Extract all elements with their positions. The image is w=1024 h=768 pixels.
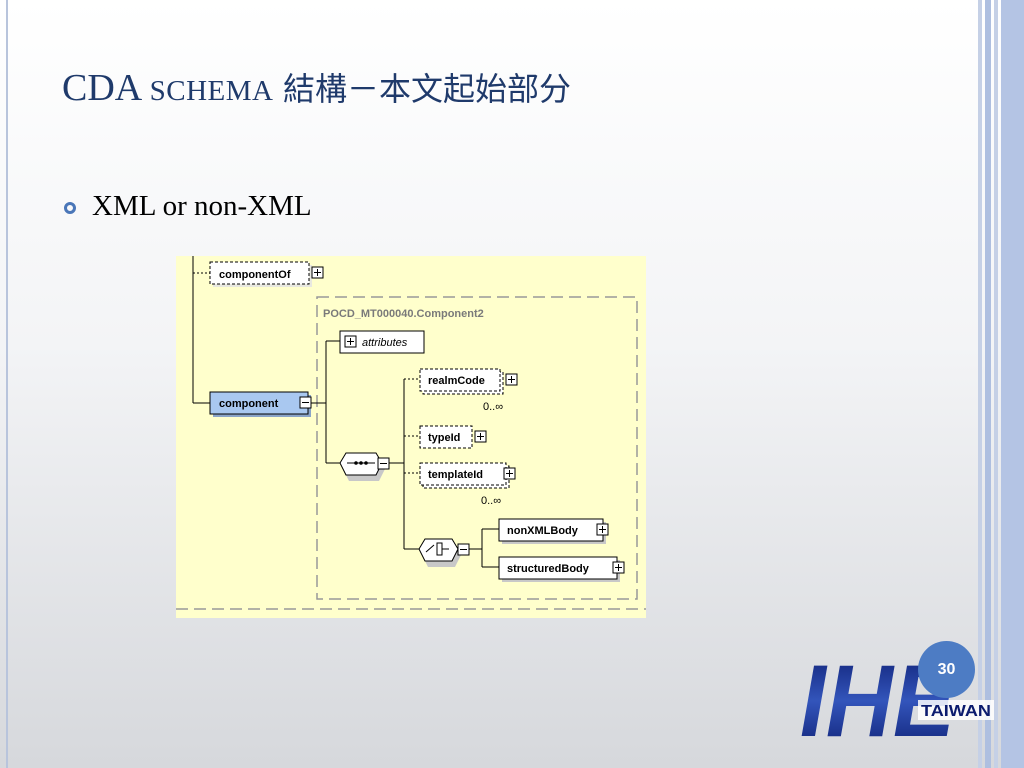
cardinality-realmCode: 0..∞ (483, 401, 503, 413)
group-box (316, 296, 638, 600)
group-label: POCD_MT000040.Component2 (323, 308, 484, 320)
node-structuredBody: structuredBody (498, 556, 625, 582)
logo-subtext: TAIWAN (921, 703, 991, 720)
right-decor-bar (978, 0, 982, 768)
slide-title: CDA SCHEMA 結構－本文起始部分 (62, 64, 571, 110)
node-componentOf: componentOf (209, 261, 324, 287)
title-schema: SCHEMA (149, 75, 274, 107)
choice-compositor-icon (418, 538, 470, 567)
node-typeId: typeId (419, 425, 487, 449)
label-templateId: templateId (428, 469, 483, 481)
bullet-icon (64, 202, 76, 214)
right-decor-bar (1001, 0, 1024, 768)
label-realmCode: realmCode (428, 375, 485, 387)
left-border-rule (6, 0, 8, 768)
node-attributes: attributes (339, 330, 425, 354)
label-componentOf: componentOf (219, 269, 291, 281)
title-main: CDA (62, 67, 141, 109)
right-decor-bar (985, 0, 991, 768)
node-templateId: templateId (419, 462, 516, 489)
node-component: component (209, 391, 312, 417)
schema-diagram: componentOf POCD_MT000040.Component2 com… (176, 256, 646, 618)
node-realmCode: realmCode (419, 368, 518, 395)
title-chinese: 結構－本文起始部分 (283, 70, 572, 108)
label-attributes: attributes (362, 337, 408, 349)
label-nonXMLBody: nonXMLBody (507, 525, 579, 537)
bullet-text: XML or non-XML (92, 190, 312, 222)
right-decor-bar (994, 0, 998, 768)
label-component: component (219, 398, 279, 410)
cardinality-templateId: 0..∞ (481, 495, 501, 507)
page-number-badge: 30 (918, 641, 975, 698)
schema-diagram-svg: componentOf POCD_MT000040.Component2 com… (176, 256, 646, 610)
node-nonXMLBody: nonXMLBody (498, 518, 609, 544)
label-structuredBody: structuredBody (507, 563, 590, 575)
label-typeId: typeId (428, 432, 460, 444)
sequence-compositor-icon (339, 452, 390, 481)
